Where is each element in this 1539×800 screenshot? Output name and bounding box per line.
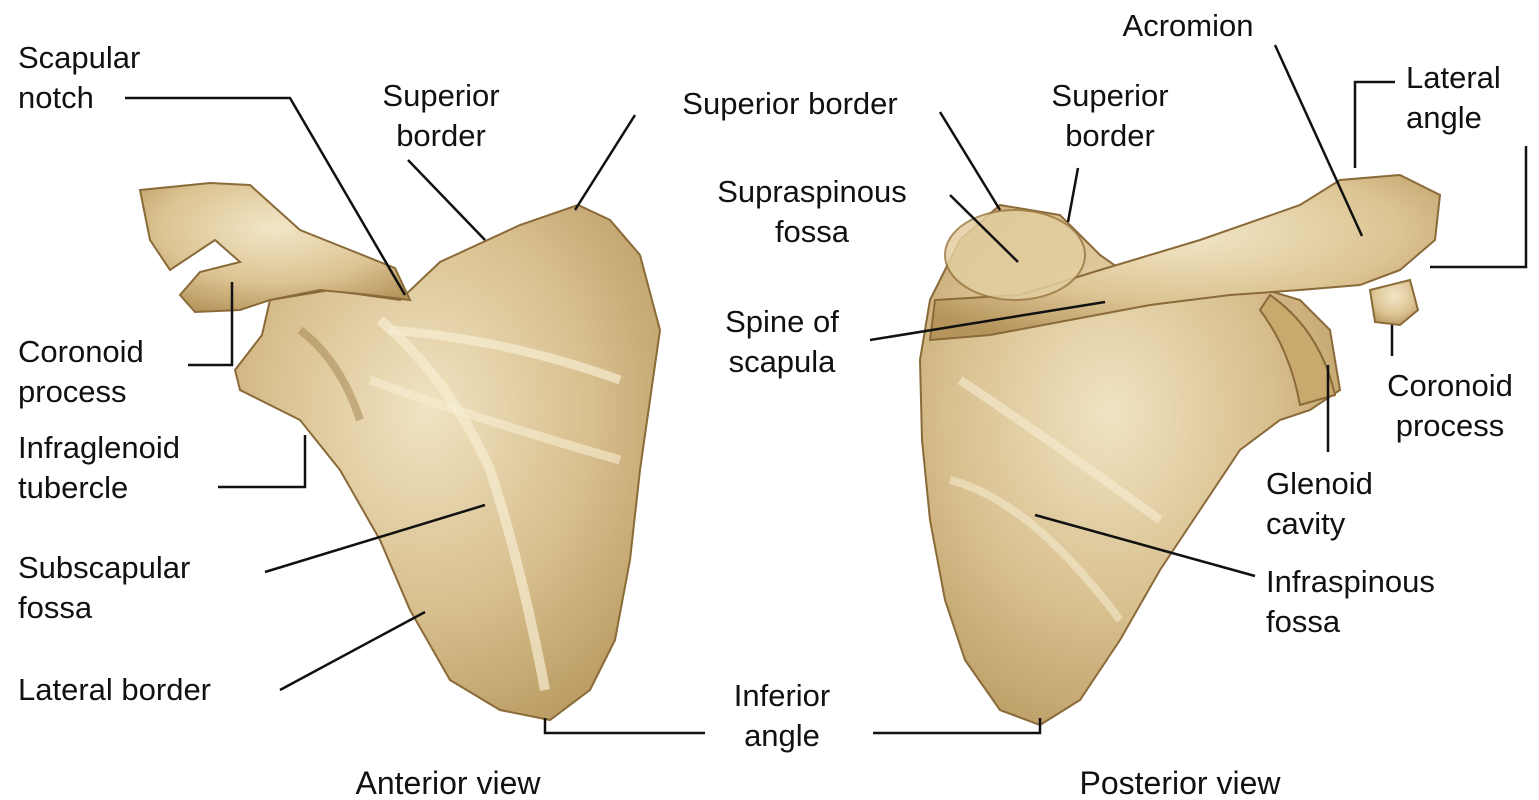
label-coronoid-ant-2: process: [18, 374, 127, 409]
label-superior-border-post-2: border: [1065, 118, 1155, 153]
label-subscapular-2: fossa: [18, 590, 93, 625]
leader-inferior-angle-right: [873, 718, 1040, 733]
label-subscapular: Subscapular: [18, 550, 190, 585]
leader-superior-border-top: [575, 115, 635, 210]
label-coronoid-post: Coronoid: [1387, 368, 1513, 403]
label-infraspinous-2: fossa: [1266, 604, 1341, 639]
caption-anterior: Anterior view: [356, 765, 542, 800]
label-glenoid: Glenoid: [1266, 466, 1373, 501]
label-infraglenoid-2: tubercle: [18, 470, 128, 505]
label-superior-border-top: Superior border: [682, 86, 897, 121]
posterior-coracoid: [1370, 280, 1418, 325]
anterior-scapula: [140, 183, 660, 720]
label-supraspinous-2: fossa: [775, 214, 850, 249]
leader-superior-border-post-a: [940, 112, 1000, 210]
posterior-supraspinous: [945, 210, 1085, 300]
label-supraspinous: Supraspinous: [717, 174, 907, 209]
caption-posterior: Posterior view: [1080, 765, 1282, 800]
label-glenoid-2: cavity: [1266, 506, 1346, 541]
leader-superior-border-ant: [408, 160, 485, 240]
posterior-scapula: [920, 175, 1440, 725]
label-lateral-angle: Lateral: [1406, 60, 1501, 95]
label-lateral-border: Lateral border: [18, 672, 211, 707]
label-superior-border-ant-2: border: [396, 118, 486, 153]
leader-infraglenoid: [218, 435, 305, 487]
leader-inferior-angle-left: [545, 718, 705, 733]
label-acromion: Acromion: [1123, 8, 1254, 43]
label-superior-border-post: Superior: [1051, 78, 1168, 113]
label-superior-border-ant: Superior: [382, 78, 499, 113]
label-spine: Spine of: [725, 304, 839, 339]
label-infraspinous: Infraspinous: [1266, 564, 1435, 599]
leader-superior-border-post-b: [1068, 168, 1078, 222]
leader-lateral-angle: [1355, 82, 1395, 168]
anterior-coracoid: [140, 183, 410, 312]
label-inferior-angle-2: angle: [744, 718, 820, 753]
shared-labels: Inferior angle: [734, 678, 830, 753]
label-spine-2: scapula: [729, 344, 837, 379]
label-coronoid-ant: Coronoid: [18, 334, 144, 369]
label-scapular-notch: Scapular: [18, 40, 140, 75]
label-infraglenoid: Infraglenoid: [18, 430, 180, 465]
label-inferior-angle: Inferior: [734, 678, 830, 713]
leader-bracket-right: [1430, 146, 1526, 267]
label-coronoid-post-2: process: [1396, 408, 1505, 443]
label-lateral-angle-2: angle: [1406, 100, 1482, 135]
label-scapular-notch-2: notch: [18, 80, 94, 115]
leader-lateral-border: [280, 612, 425, 690]
